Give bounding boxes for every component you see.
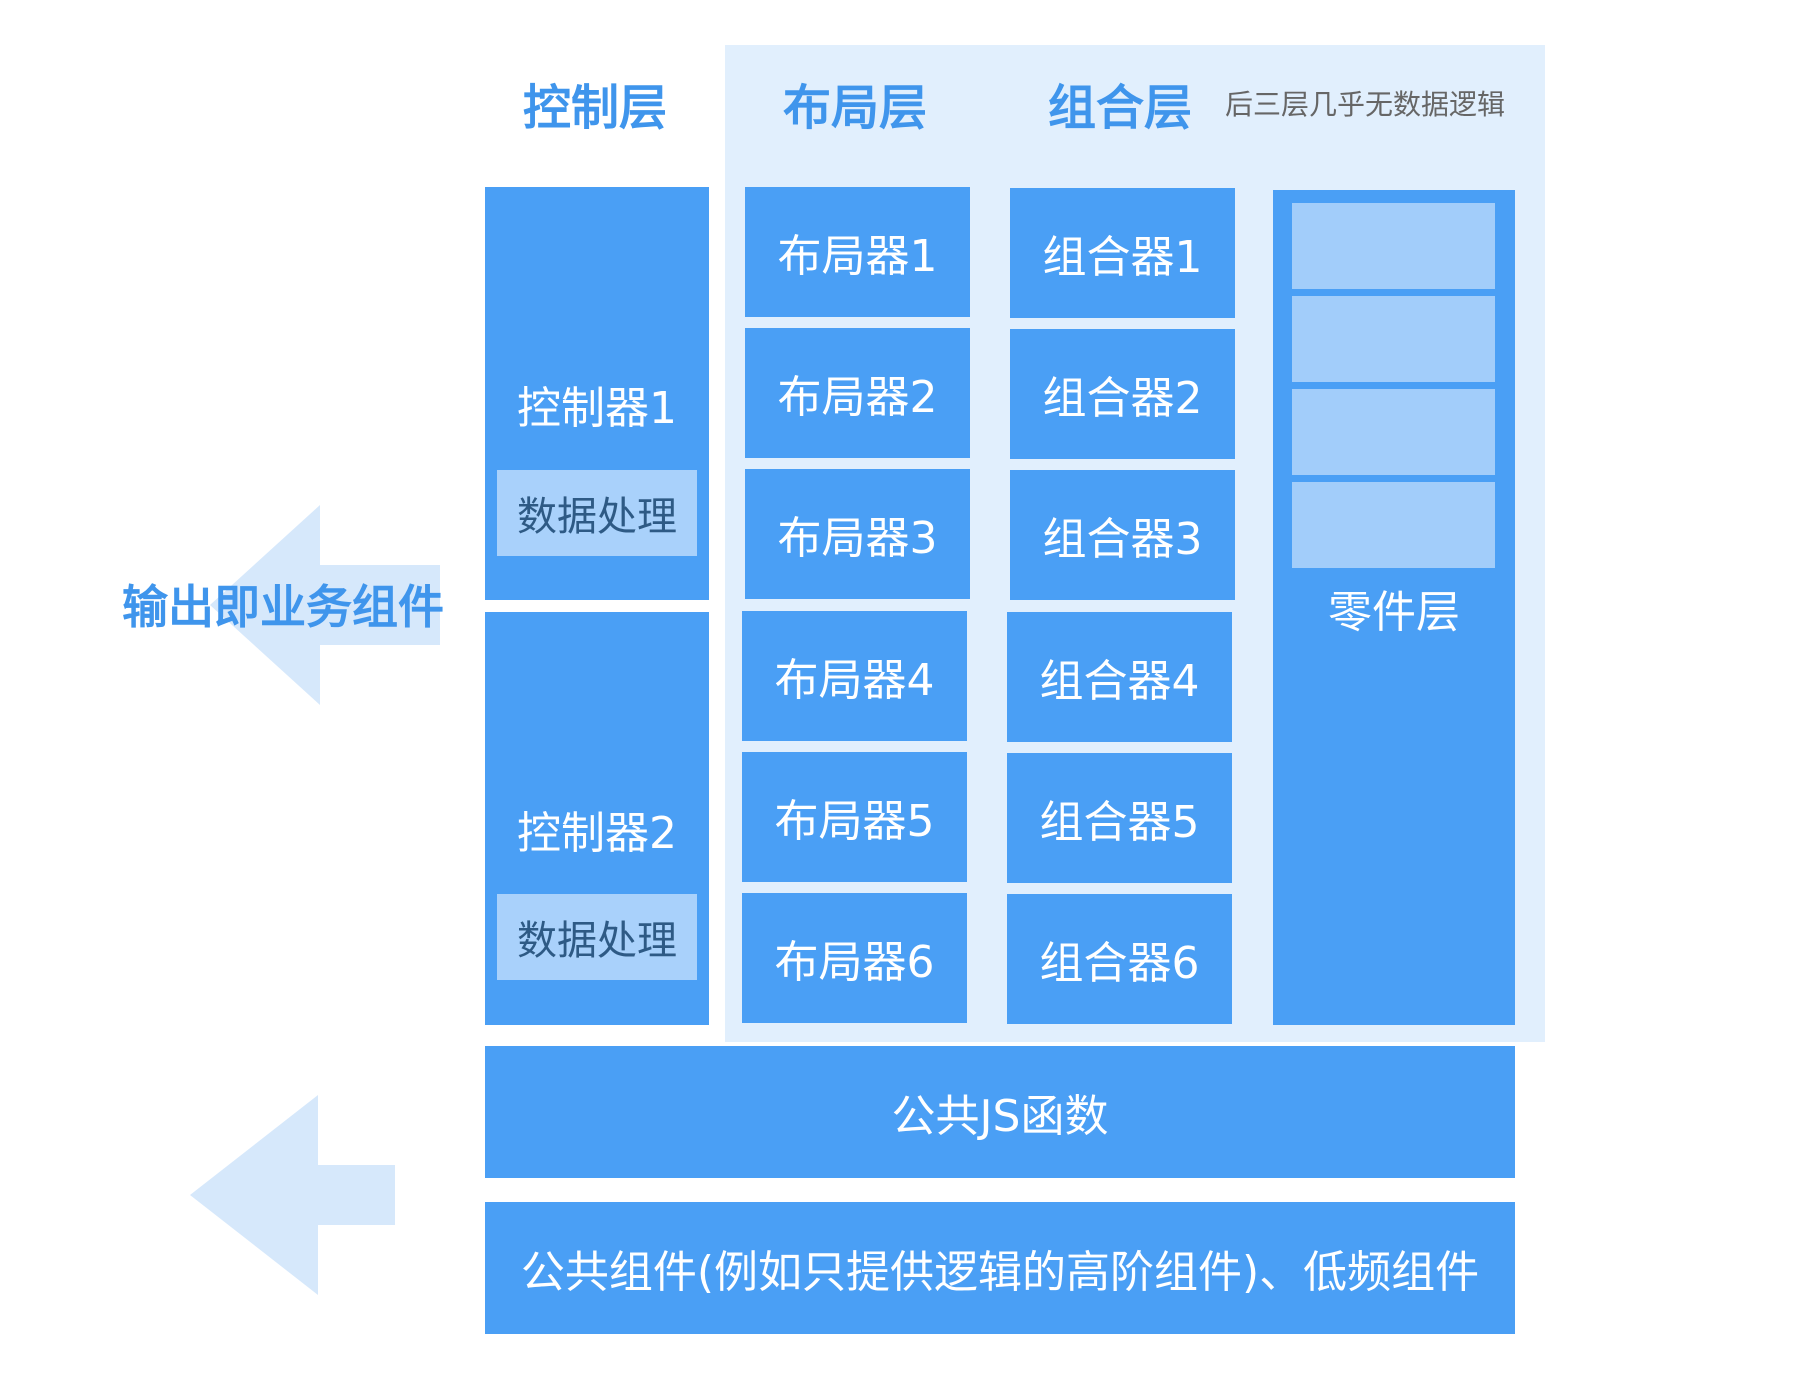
header-control-layer: 控制层	[522, 80, 667, 136]
combiner-box-5: 组合器5	[1007, 753, 1232, 883]
controller-1-data-processing: 数据处理	[497, 470, 697, 556]
output-arrow-top	[210, 505, 440, 705]
output-label: 输出即业务组件	[122, 580, 444, 634]
layout-box-2: 布局器2	[745, 328, 970, 458]
combiner-box-3: 组合器3	[1010, 470, 1235, 600]
part-slot-4	[1292, 482, 1495, 568]
header-note: 后三层几乎无数据逻辑	[1225, 88, 1506, 121]
controller-1-label: 控制器1	[517, 382, 677, 434]
controller-2-data-processing: 数据处理	[497, 894, 697, 980]
output-arrow-bottom	[190, 1095, 395, 1295]
combiner-box-6: 组合器6	[1007, 894, 1232, 1024]
layout-box-5: 布局器5	[742, 752, 967, 882]
combiner-box-2: 组合器2	[1010, 329, 1235, 459]
combiner-box-4: 组合器4	[1007, 612, 1232, 742]
layout-box-3: 布局器3	[745, 469, 970, 599]
layout-box-1: 布局器1	[745, 187, 970, 317]
combiner-box-1: 组合器1	[1010, 188, 1235, 318]
layout-box-6: 布局器6	[742, 893, 967, 1023]
common-js-functions: 公共JS函数	[485, 1046, 1515, 1178]
part-slot-1	[1292, 203, 1495, 289]
common-components: 公共组件(例如只提供逻辑的高阶组件)、低频组件	[485, 1202, 1515, 1334]
header-layout-layer: 布局层	[782, 80, 927, 136]
controller-2-label: 控制器2	[517, 807, 677, 859]
parts-layer-label: 零件层	[1328, 586, 1460, 638]
part-slot-2	[1292, 296, 1495, 382]
part-slot-3	[1292, 389, 1495, 475]
layout-box-4: 布局器4	[742, 611, 967, 741]
header-combine-layer: 组合层	[1047, 80, 1192, 136]
